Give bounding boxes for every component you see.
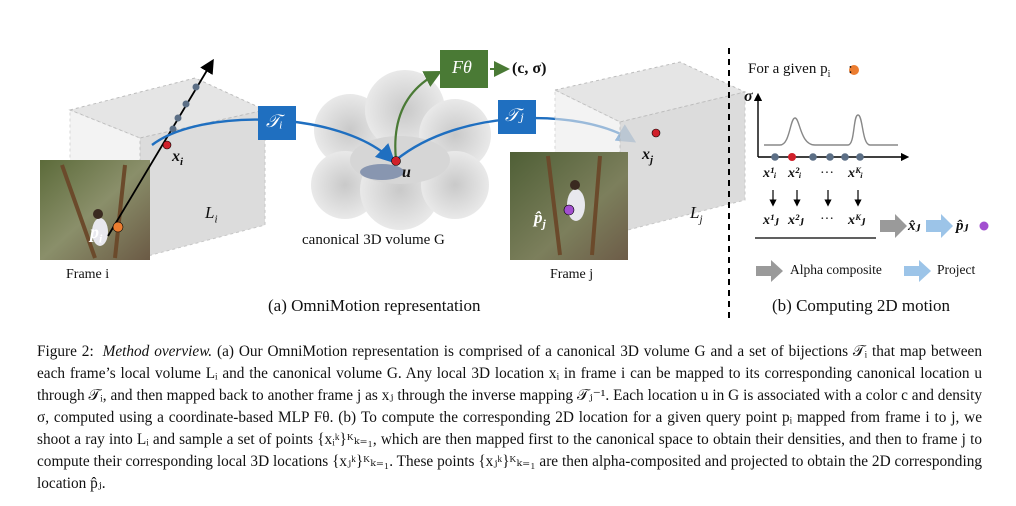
method-figure: Fθ (c, σ) 𝒯ᵢ 𝒯ⱼ xi u xj pi p̂j Li Lj can… [40, 48, 989, 318]
row2-item: x²ⱼ [788, 213, 804, 228]
t-i-box [258, 106, 296, 140]
for-given-label: For a given pi: [748, 61, 853, 80]
result-point [979, 221, 989, 231]
sample-dot [771, 153, 779, 161]
figure-number: Figure 2: [37, 343, 94, 360]
xhat-j-label: x̂ⱼ [908, 218, 921, 234]
ray-sample-point [192, 83, 200, 91]
ray-sample-point [174, 114, 182, 122]
caption-body: (a) Our OmniMotion representation is com… [37, 343, 982, 492]
t-i-label: 𝒯ᵢ [266, 111, 283, 131]
x-j-point [651, 128, 661, 138]
l-i-label: Li [205, 203, 218, 226]
alpha-composite-arrow [880, 214, 907, 238]
sigma-axis-label: σ [744, 88, 753, 105]
legend-project-label: Project [937, 262, 976, 277]
u-label: u [402, 164, 411, 181]
panel-b-caption: (b) Computing 2D motion [772, 296, 951, 315]
legend-project-swatch [904, 260, 931, 282]
figure-caption: Figure 2: Method overview. (a) Our OmniM… [37, 341, 982, 495]
row2-item: x¹ⱼ [763, 213, 779, 228]
sample-dot [826, 153, 834, 161]
sample-dot [809, 153, 817, 161]
f-theta-box [440, 50, 488, 88]
panel-a-caption: (a) OmniMotion representation [268, 296, 481, 315]
density-curve [764, 114, 898, 146]
t-j-box [498, 100, 536, 134]
project-arrow [926, 214, 953, 238]
mlp-output-label: (c, σ) [512, 60, 547, 77]
x-i-label: xi [172, 148, 184, 169]
ray-sample-point [169, 125, 177, 133]
t-j-label: 𝒯ⱼ [505, 105, 524, 125]
legend-alpha-swatch [756, 260, 783, 282]
p-j-label: p̂j [534, 208, 546, 231]
canonical-volume [311, 70, 491, 230]
ray-sample-point [182, 100, 190, 108]
sample-dot [841, 153, 849, 161]
row2-item: xᴷⱼ [848, 213, 866, 228]
row1-item: x¹ᵢ [763, 166, 777, 181]
query-point-marker [849, 65, 859, 75]
mapping-down-arrows [769, 190, 862, 207]
x-i-point [162, 140, 172, 150]
frame-i-image [40, 160, 150, 260]
f-theta-label: Fθ [452, 57, 472, 77]
row1-item: x²ᵢ [788, 166, 802, 181]
frame-j-label: Frame j [550, 267, 594, 282]
p-i-label: pi [90, 222, 103, 246]
sample-dot-highlight [788, 153, 796, 161]
frame-i-label: Frame i [66, 267, 110, 282]
l-j-label: Lj [690, 203, 703, 226]
phat-j-label: p̂ⱼ [956, 218, 969, 234]
sample-dot [856, 153, 864, 161]
p-j-point [563, 204, 575, 216]
u-point [391, 156, 401, 166]
query-mlp-arrow [394, 70, 442, 161]
legend-alpha-label: Alpha composite [790, 262, 882, 277]
row2-item: ··· [820, 212, 834, 227]
ray-line [107, 58, 214, 237]
p-i-point [112, 221, 124, 233]
row1-item: ··· [820, 166, 834, 181]
caption-method-label: Method overview. [102, 343, 213, 360]
x-j-label: xj [642, 146, 654, 167]
row1-item: xᴷᵢ [848, 166, 864, 181]
figure-graphic [40, 48, 989, 318]
canonical-volume-label: canonical 3D volume G [302, 232, 445, 248]
